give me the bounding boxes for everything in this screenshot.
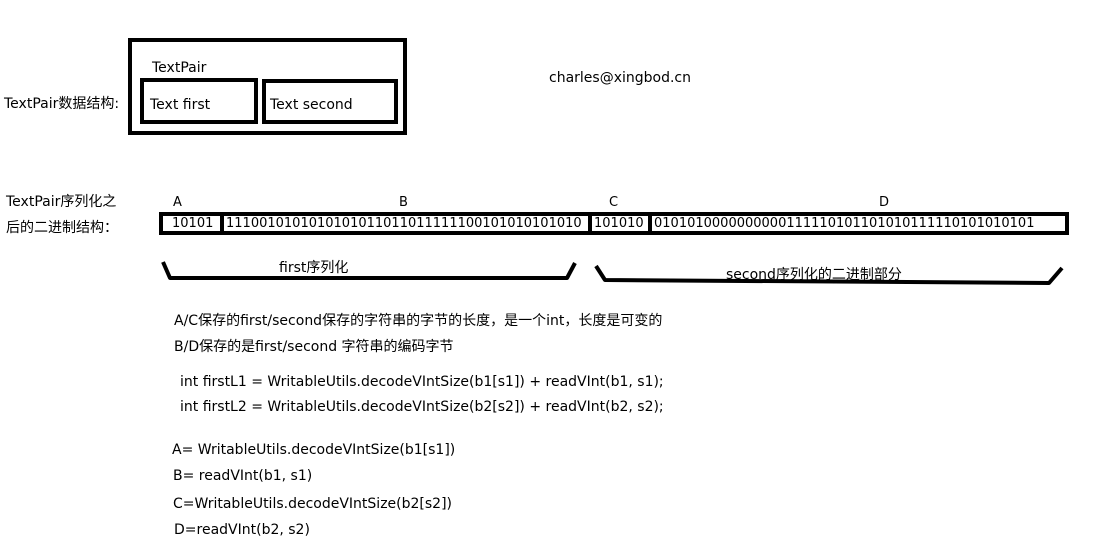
text-second-label: Text second: [270, 97, 353, 113]
text-first-box: [140, 78, 258, 124]
def-c: C=WritableUtils.decodeVIntSize(b2[s2]): [173, 496, 452, 512]
segment-b-bits: 1110010101010101011011011111100101010101…: [222, 212, 590, 235]
binary-label-line2: 后的二进制结构：: [6, 220, 118, 236]
note-line2: B/D保存的是first/second 字符串的编码字节: [174, 339, 454, 355]
def-a: A= WritableUtils.decodeVIntSize(b1[s1]): [172, 442, 456, 458]
code-line1: int firstL1 = WritableUtils.decodeVIntSi…: [180, 374, 664, 390]
segment-a-bits: 10101: [160, 212, 222, 235]
binary-label-line1: TextPair序列化之: [6, 194, 117, 210]
structure-label: TextPair数据结构:: [4, 96, 120, 112]
def-d: D=readVInt(b2, s2): [174, 522, 310, 538]
first-brace-label: first序列化: [279, 260, 349, 276]
text-second-box: [262, 79, 398, 124]
textpair-outer-box: [128, 38, 407, 135]
textpair-title: TextPair: [152, 60, 207, 76]
segment-divider-ab: [220, 212, 224, 235]
second-brace-label: second序列化的二进制部分: [726, 267, 902, 283]
text-first-label: Text first: [150, 97, 211, 113]
code-line2: int firstL2 = WritableUtils.decodeVIntSi…: [180, 399, 664, 415]
segment-d-letter: D: [879, 195, 890, 210]
second-brace: [594, 264, 1064, 285]
segment-d-bits: 0101010000000000111110101101010111110101…: [650, 212, 1069, 235]
def-b: B= readVInt(b1, s1): [173, 468, 313, 484]
note-line1: A/C保存的first/second保存的字符串的字节的长度，是一个int，长度…: [174, 313, 663, 329]
segment-b-letter: B: [399, 195, 408, 210]
segment-c-bits: 101010: [590, 212, 650, 235]
segment-a-letter: A: [173, 195, 182, 210]
segment-border-left: [159, 212, 163, 235]
segment-divider-bc: [588, 212, 592, 235]
segment-divider-cd: [648, 212, 652, 235]
email-text: charles@xingbod.cn: [549, 70, 691, 86]
first-brace: [161, 261, 577, 280]
segment-c-letter: C: [609, 195, 619, 210]
segment-border-right: [1065, 212, 1069, 235]
